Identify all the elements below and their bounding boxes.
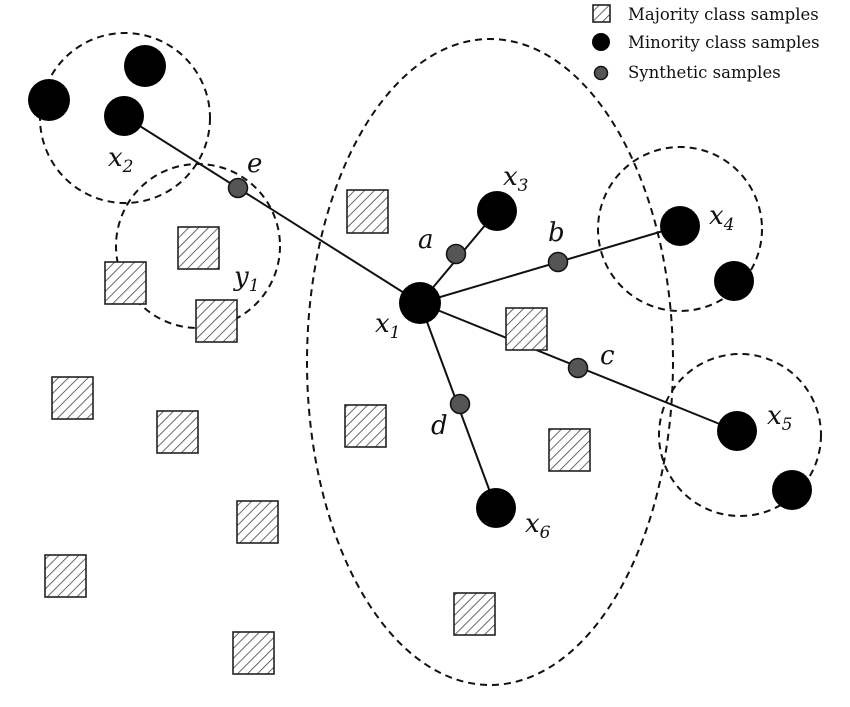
minority-sample-x1	[399, 282, 441, 324]
minority-sample-x2	[104, 96, 144, 136]
y1-neighbourhood-circle	[115, 163, 281, 329]
legend-minority-label: Minority class samples	[628, 33, 820, 52]
majority-sample	[44, 554, 87, 598]
label-d: d	[431, 411, 448, 441]
minority-sample	[714, 261, 754, 301]
majority-sample	[232, 631, 275, 675]
minority-samples	[28, 45, 812, 528]
majority-sample	[453, 592, 496, 636]
majority-sample	[51, 376, 94, 420]
majority-sample	[344, 404, 387, 448]
legend: Majority class samples Minority class sa…	[592, 4, 820, 82]
label-c: c	[600, 341, 615, 371]
legend-synthetic-label: Synthetic samples	[628, 63, 781, 82]
label-x1: x1	[375, 309, 401, 343]
label-x6: x6	[525, 509, 551, 543]
label-x5: x5	[767, 401, 793, 435]
majority-sample	[346, 189, 389, 234]
x5-neighbourhood-circle	[658, 353, 822, 517]
legend-majority-swatch	[592, 4, 611, 23]
label-x4: x4	[709, 201, 735, 235]
legend-majority-label: Majority class samples	[628, 5, 819, 24]
synthetic-sample-d	[449, 393, 471, 415]
minority-sample	[124, 45, 166, 87]
label-y1: y1	[233, 262, 260, 296]
synthetic-sample-b	[547, 251, 569, 273]
label-x2: x2	[108, 143, 134, 177]
legend-synthetic-swatch	[593, 65, 609, 81]
majority-sample	[505, 307, 548, 351]
majority-samples	[44, 189, 591, 675]
majority-sample	[195, 299, 238, 343]
synthetic-sample-c	[567, 357, 589, 379]
label-a: a	[418, 225, 434, 255]
majority-sample	[236, 500, 279, 544]
minority-sample	[772, 470, 812, 510]
x4-neighbourhood-circle	[597, 146, 763, 312]
majority-sample	[156, 410, 199, 454]
label-b: b	[548, 218, 565, 248]
majority-sample	[104, 261, 147, 305]
legend-minority-swatch	[592, 33, 610, 51]
edge-x1-x2	[123, 115, 421, 304]
majority-sample	[177, 226, 220, 270]
synthetic-sample-a	[445, 243, 467, 265]
minority-sample-x6	[476, 488, 516, 528]
x1-neighbourhood-ellipse	[306, 38, 674, 686]
minority-sample-x3	[477, 191, 517, 231]
label-e: e	[247, 149, 262, 179]
label-x3: x3	[503, 162, 529, 196]
neighbourhoods	[39, 32, 822, 686]
point-labels: x2 x3 x4 x1 x5 x6 y1 e a b c d	[108, 143, 793, 543]
majority-sample	[548, 428, 591, 472]
synthetic-samples	[227, 177, 589, 415]
minority-sample-x4	[660, 206, 700, 246]
synthetic-sample-e	[227, 177, 249, 199]
minority-sample-x5	[717, 411, 757, 451]
minority-sample	[28, 79, 70, 121]
